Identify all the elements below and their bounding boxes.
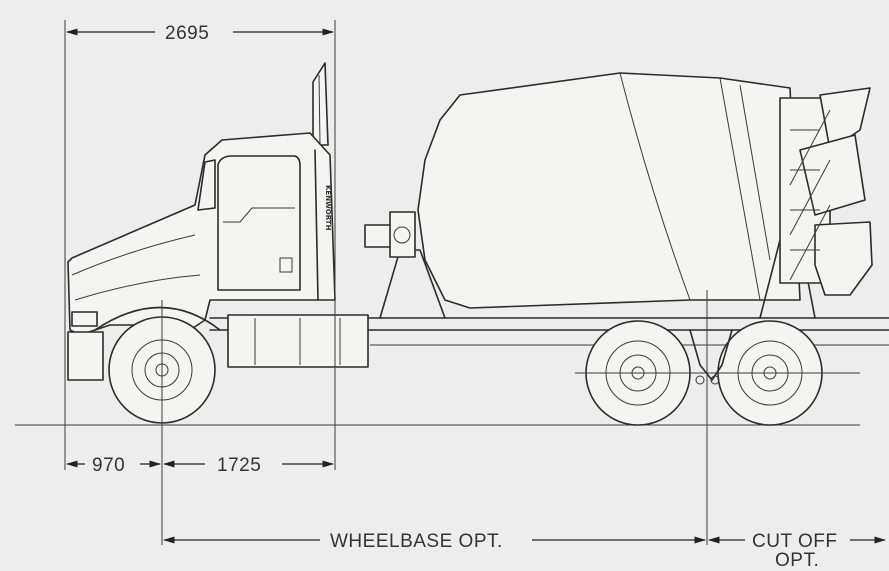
- dim-2695: 2695: [65, 23, 335, 44]
- cab-badge: KENWORTH: [324, 185, 332, 231]
- dim-2695-label: 2695: [165, 23, 209, 44]
- cab: [67, 132, 336, 336]
- chute-hopper: [779, 87, 873, 296]
- dim-cut-off-label-1: CUT OFF: [752, 531, 837, 552]
- dim-1725-label: 1725: [217, 455, 261, 476]
- fuel-tank: [227, 314, 369, 368]
- reference-lines: [64, 20, 708, 545]
- dim-wheelbase-label: WHEELBASE OPT.: [330, 531, 503, 552]
- front-bumper: [67, 311, 104, 381]
- dim-cut-off: CUT OFF OPT.: [707, 531, 887, 571]
- dim-970: 970: [65, 455, 162, 476]
- mixer-drum: [364, 72, 816, 319]
- dim-wheelbase: WHEELBASE OPT.: [162, 531, 707, 552]
- exhaust-stack: [312, 62, 329, 146]
- dim-970-label: 970: [92, 455, 125, 476]
- cab-badge-text: KENWORTH: [324, 185, 332, 231]
- dim-cut-off-label-2: OPT.: [775, 550, 819, 571]
- dim-1725: 1725: [162, 455, 335, 476]
- rear-suspension: [575, 329, 860, 385]
